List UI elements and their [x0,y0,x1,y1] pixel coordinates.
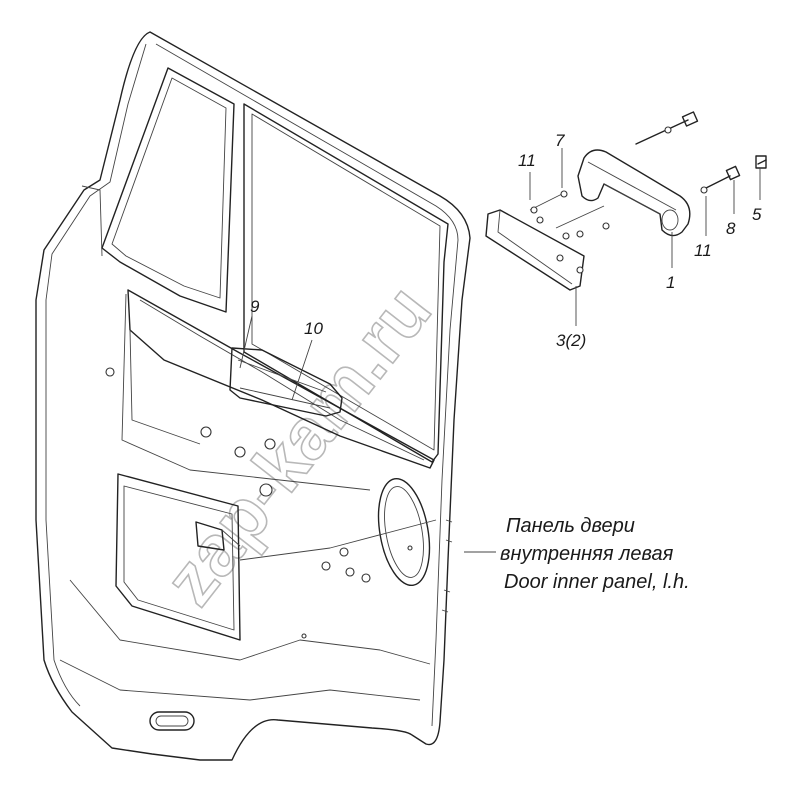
caption-line-2: внутренняя левая [500,543,674,565]
callout-10: 10 [304,319,323,338]
fasteners [529,111,767,238]
callout-11-right: 11 [694,241,712,260]
callout-5: 5 [752,205,762,224]
callout-3-2: 3(2) [556,331,586,350]
door-inner-panel [35,31,471,761]
callout-1: 1 [666,273,675,292]
grab-handle [577,149,691,237]
watermark: zap-kam.ru [150,271,447,620]
caption-line-3: Door inner panel, l.h. [504,571,690,593]
callout-8: 8 [726,219,736,238]
callout-7: 7 [555,131,565,150]
leader-lines [239,148,761,553]
callout-11-left: 11 [518,151,536,170]
caption-line-1: Панель двери [506,515,635,537]
mounting-plate [485,209,585,291]
callout-9: 9 [250,297,260,316]
